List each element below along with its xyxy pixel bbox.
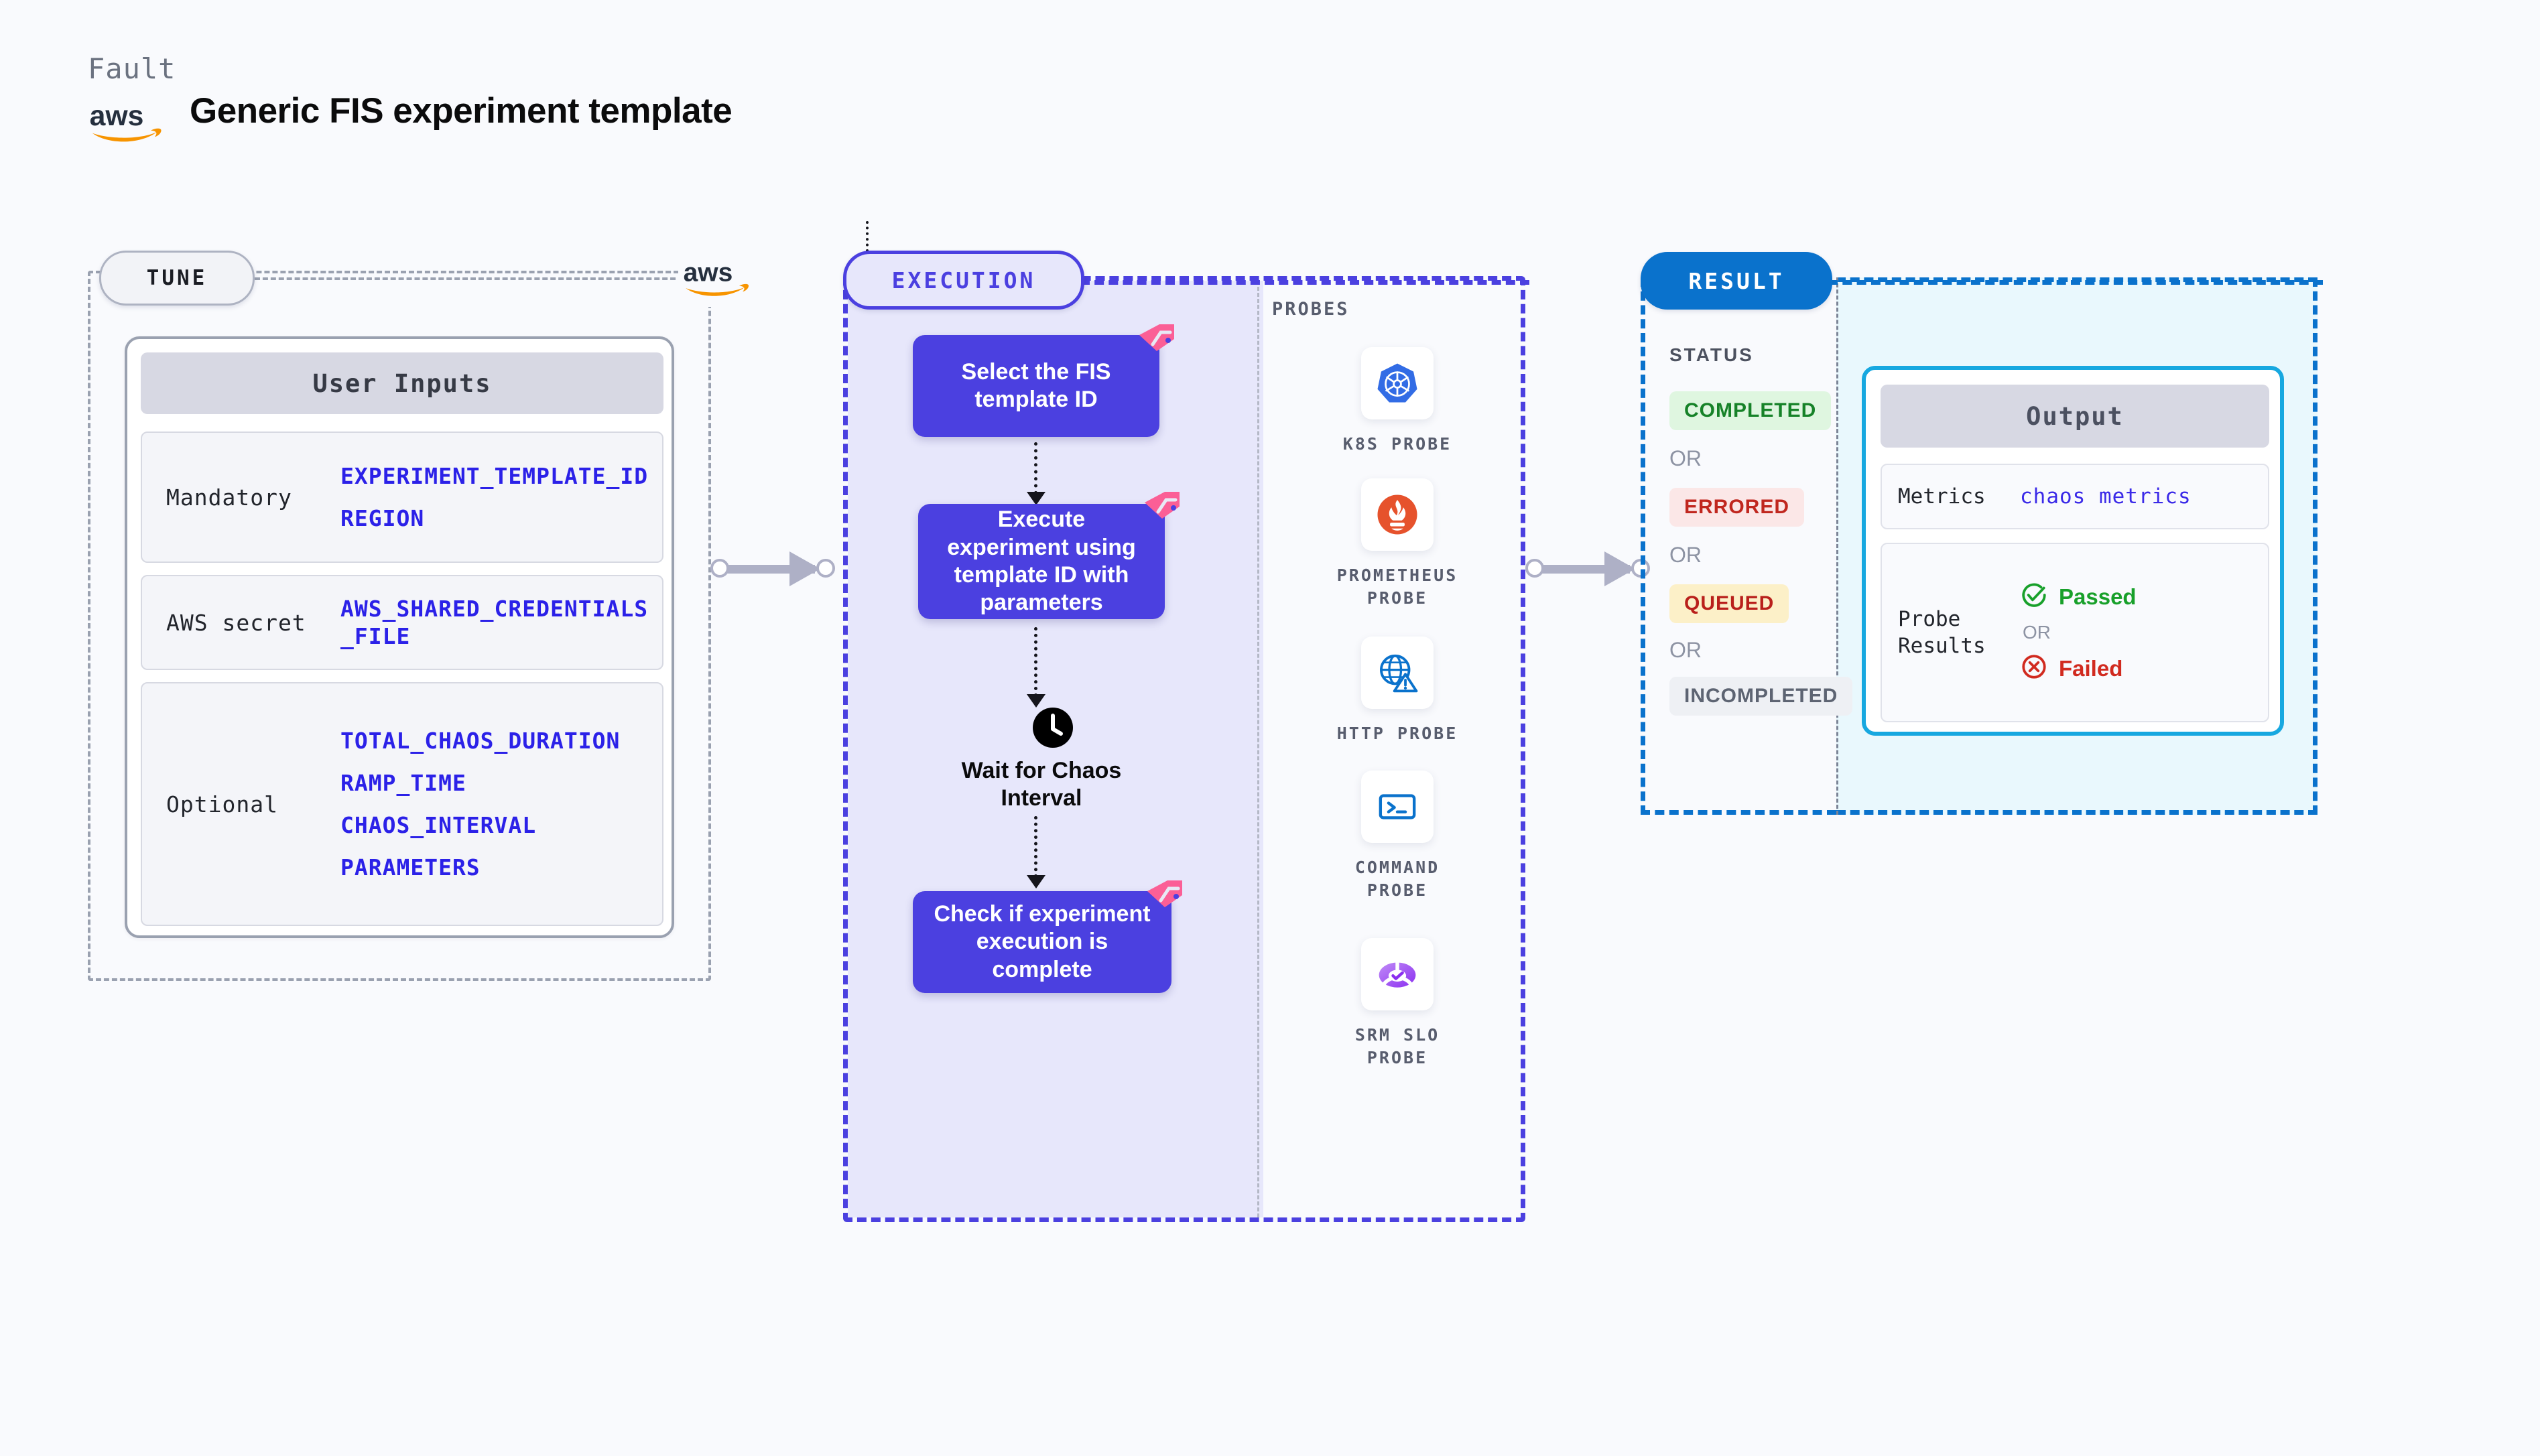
flow-line-1 bbox=[1034, 442, 1037, 494]
probe-item-prometheus[interactable]: PROMETHEUS PROBE bbox=[1324, 478, 1471, 610]
flow-line-3 bbox=[1034, 816, 1037, 878]
execution-connector-line bbox=[1080, 280, 1529, 285]
output-row-metrics: Metrics chaos metrics bbox=[1881, 464, 2269, 529]
page-eyebrow: Fault bbox=[88, 52, 176, 85]
page-title: Generic FIS experiment template bbox=[190, 91, 733, 131]
tune-row-aws-secret: AWS secret AWS_SHARED_CREDENTIALS _FILE bbox=[141, 575, 663, 670]
user-inputs-card: User Inputs Mandatory EXPERIMENT_TEMPLAT… bbox=[125, 336, 674, 938]
flow-arrow-3 bbox=[1027, 875, 1045, 888]
probes-divider bbox=[1257, 281, 1259, 1217]
node-select-template[interactable]: Select the FIS template ID bbox=[913, 335, 1159, 437]
output-probe-results-label: Probe Results bbox=[1898, 606, 1986, 658]
probe-result-passed: Passed bbox=[2020, 581, 2268, 612]
output-row-probe-results: Probe Results Passed OR bbox=[1881, 543, 2269, 722]
probe-result-or-label: OR bbox=[2023, 622, 2051, 643]
flow-line-2 bbox=[1034, 627, 1037, 697]
result-badge[interactable]: RESULT bbox=[1641, 252, 1832, 310]
tune-row-label: Optional bbox=[166, 791, 278, 817]
status-badge-completed: COMPLETED bbox=[1669, 391, 1832, 430]
connector-tune-to-execution bbox=[710, 551, 844, 586]
tune-param: EXPERIMENT_TEMPLATE_ID bbox=[340, 462, 649, 489]
tune-aws-logo-icon: aws bbox=[678, 249, 757, 307]
probe-item-k8s[interactable]: K8S PROBE bbox=[1324, 347, 1471, 456]
harness-ribbon-icon bbox=[1142, 489, 1184, 529]
probe-label: SRM SLO PROBE bbox=[1354, 1025, 1440, 1067]
svg-text:aws: aws bbox=[684, 258, 733, 287]
result-connector-line bbox=[1828, 280, 2323, 285]
node-execute-experiment[interactable]: Execute experiment using template ID wit… bbox=[918, 504, 1165, 619]
output-title: Output bbox=[1881, 385, 2269, 448]
node-check-completion[interactable]: Check if experiment execution is complet… bbox=[913, 891, 1171, 993]
status-title: STATUS bbox=[1669, 344, 1754, 365]
execution-fill bbox=[848, 281, 1263, 1217]
status-or-label: OR bbox=[1669, 638, 1702, 662]
harness-ribbon-icon bbox=[1137, 322, 1178, 362]
tune-row-mandatory: Mandatory EXPERIMENT_TEMPLATE_ID REGION bbox=[141, 432, 663, 563]
wait-for-chaos-label: Wait for Chaos Interval bbox=[961, 758, 1122, 811]
probe-result-failed: Failed bbox=[2020, 653, 2268, 684]
tune-row-label: AWS secret bbox=[166, 609, 306, 636]
check-circle-icon bbox=[2020, 581, 2048, 612]
status-or-label: OR bbox=[1669, 543, 1702, 567]
tune-connector-line bbox=[255, 277, 684, 280]
tune-param: CHAOS_INTERVAL bbox=[340, 812, 537, 838]
tune-param: REGION bbox=[340, 505, 425, 531]
connector-execution-to-result bbox=[1525, 551, 1659, 586]
tune-param: RAMP_TIME bbox=[340, 769, 466, 796]
probe-label: K8S PROBE bbox=[1342, 434, 1452, 454]
aws-logo-icon: aws bbox=[88, 99, 174, 147]
tune-badge[interactable]: TUNE bbox=[99, 251, 255, 306]
status-badge-queued: QUEUED bbox=[1669, 584, 1789, 623]
flow-arrow-1 bbox=[1027, 492, 1045, 505]
srm-slo-icon bbox=[1361, 938, 1434, 1010]
probe-label: COMMAND PROBE bbox=[1354, 858, 1440, 900]
probe-item-srm-slo[interactable]: SRM SLO PROBE bbox=[1324, 938, 1471, 1069]
tune-param: PARAMETERS bbox=[340, 854, 481, 881]
x-circle-icon bbox=[2020, 653, 2048, 684]
status-or-label: OR bbox=[1669, 446, 1702, 470]
harness-ribbon-icon bbox=[1145, 878, 1186, 918]
probe-result-failed-label: Failed bbox=[2059, 655, 2123, 681]
output-card: Output Metrics chaos metrics Probe Resul… bbox=[1862, 366, 2284, 736]
execution-badge[interactable]: EXECUTION bbox=[843, 251, 1084, 310]
http-globe-warning-icon bbox=[1361, 637, 1434, 709]
probe-label: HTTP PROBE bbox=[1336, 724, 1458, 743]
result-status-zone bbox=[1641, 277, 1836, 815]
probe-label: PROMETHEUS PROBE bbox=[1336, 566, 1458, 608]
probe-item-command[interactable]: COMMAND PROBE bbox=[1324, 771, 1471, 902]
status-badge-errored: ERRORED bbox=[1669, 488, 1805, 527]
prometheus-icon bbox=[1361, 478, 1434, 551]
probes-label: PROBES bbox=[1272, 299, 1350, 320]
execution-stub-line bbox=[866, 221, 869, 252]
tune-param: TOTAL_CHAOS_DURATION bbox=[340, 727, 621, 754]
tune-zone bbox=[88, 271, 711, 981]
user-inputs-title: User Inputs bbox=[141, 352, 663, 414]
probe-item-http[interactable]: HTTP PROBE bbox=[1324, 637, 1471, 745]
flow-arrow-2 bbox=[1027, 694, 1045, 708]
probe-result-passed-label: Passed bbox=[2059, 584, 2137, 609]
output-metrics-label: Metrics bbox=[1898, 484, 1986, 509]
tune-row-optional: Optional TOTAL_CHAOS_DURATION RAMP_TIME … bbox=[141, 682, 663, 926]
tune-row-label: Mandatory bbox=[166, 484, 292, 511]
output-metrics-value: chaos metrics bbox=[2020, 484, 2192, 509]
tune-param: AWS_SHARED_CREDENTIALS _FILE bbox=[340, 595, 649, 649]
svg-text:aws: aws bbox=[90, 100, 144, 132]
result-status-divider bbox=[1836, 277, 1838, 815]
clock-icon bbox=[1032, 707, 1074, 748]
status-badge-incompleted: INCOMPLETED bbox=[1669, 677, 1853, 716]
kubernetes-icon bbox=[1361, 347, 1434, 419]
terminal-icon bbox=[1361, 771, 1434, 843]
